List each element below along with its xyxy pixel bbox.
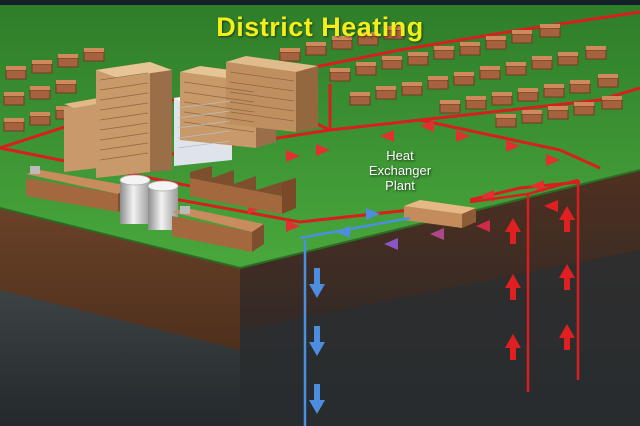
red-arrow-icon [559, 206, 575, 232]
factory-sawtooth [190, 178, 282, 214]
industrial-area [26, 166, 296, 252]
blue-arrow-icon [309, 268, 325, 298]
heat-exchanger-plant-building [404, 200, 476, 228]
warehouse-left [26, 178, 118, 212]
red-arrow-icon [456, 130, 470, 142]
red-arrow-icon [380, 130, 394, 142]
red-arrow-icon [530, 180, 544, 192]
plant-label: Heat Exchanger Plant [352, 148, 448, 193]
red-arrow-icon [546, 154, 560, 166]
red-arrow-icon [505, 218, 521, 244]
cold-return-surface [299, 200, 558, 250]
red-arrow-icon [544, 200, 558, 212]
building-right-2 [226, 62, 296, 132]
red-arrow-icon [286, 220, 300, 232]
purple-arrow-icon [384, 238, 398, 250]
blue-arrow-icon [309, 384, 325, 414]
city-buildings [64, 56, 318, 178]
blue-arrow-icon [336, 226, 350, 238]
house-rows [3, 24, 623, 132]
diagram-title: District Heating [216, 12, 424, 42]
red-arrow-icon [316, 144, 330, 156]
rock-front-layer [0, 290, 240, 426]
plant-label-line-2: Exchanger [368, 163, 432, 178]
silo-1 [120, 180, 150, 224]
building-small [64, 102, 98, 172]
red-arrow-icon [506, 140, 520, 152]
plant-label-line-3: Plant [385, 178, 415, 193]
red-arrow-icon [476, 220, 490, 232]
geothermal-wells [303, 178, 580, 426]
rock-right-layer [240, 250, 640, 426]
blue-arrow-icon [309, 326, 325, 356]
red-arrow-icon [505, 274, 521, 300]
red-arrow-icon [505, 334, 521, 360]
red-arrow-icon [559, 324, 575, 350]
warehouse-front [172, 216, 252, 252]
plant-label-line-1: Heat [386, 148, 414, 163]
red-arrow-icon [420, 120, 434, 132]
red-arrow-icon [559, 264, 575, 290]
blue-arrow-icon [366, 208, 380, 220]
red-arrow-icon [286, 150, 300, 162]
purple-arrow-icon [430, 228, 444, 240]
